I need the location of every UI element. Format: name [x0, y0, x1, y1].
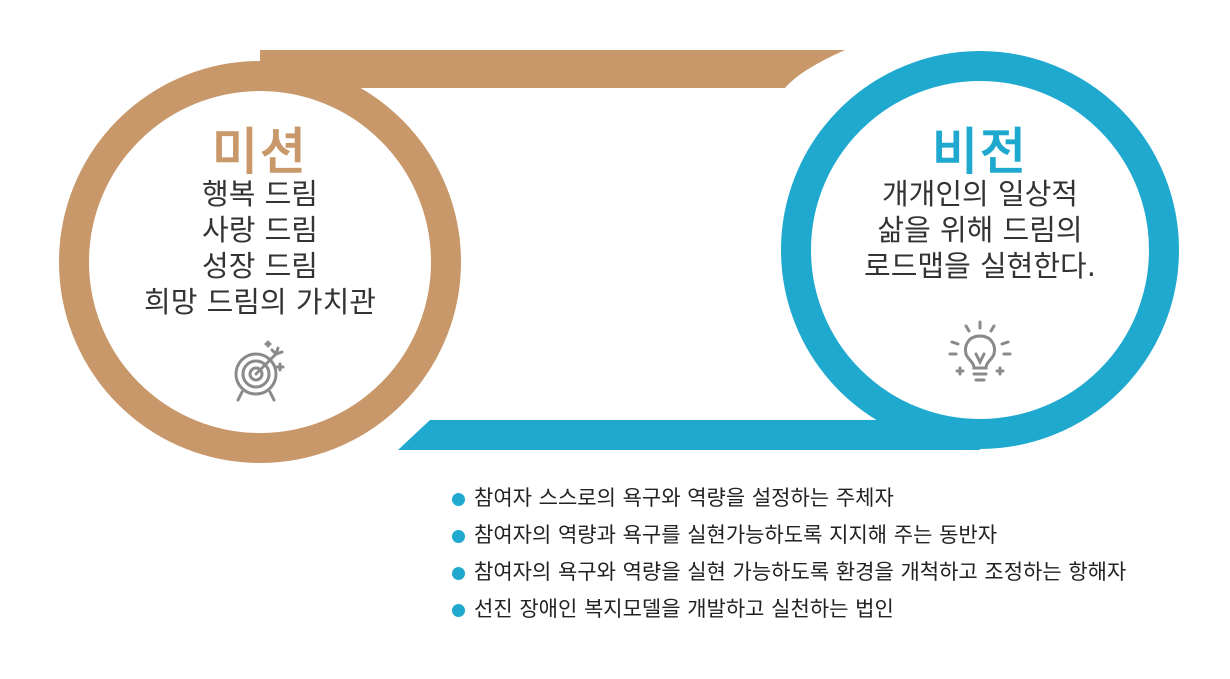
- mission-text: 행복 드림 사랑 드림 성장 드림 희망 드림의 가치관: [110, 176, 410, 320]
- vision-line: 삶을 위해 드림의: [877, 213, 1083, 247]
- list-item-text: 참여자 스스로의 욕구와 역량을 설정하는 주체자: [474, 486, 894, 510]
- bullet-list: 참여자 스스로의 욕구와 역량을 설정하는 주체자 참여자의 역량과 욕구를 실…: [450, 480, 1220, 628]
- mission-line: 행복 드림: [202, 177, 318, 211]
- bullet-dot: [452, 530, 465, 543]
- vision-line: 개개인의 일상적: [882, 177, 1078, 211]
- list-item: 참여자 스스로의 욕구와 역량을 설정하는 주체자: [450, 480, 1220, 517]
- list-item: 참여자의 욕구와 역량을 실현 가능하도록 환경을 개척하고 조정하는 항해자: [450, 554, 1220, 591]
- vision-ring: [781, 51, 1179, 449]
- vision-title: 비전: [932, 123, 1028, 181]
- bullet-dot: [452, 604, 465, 617]
- target-icon: [234, 340, 285, 402]
- mission-ring: [59, 61, 461, 463]
- vision-connector-band: [398, 420, 980, 450]
- mission-title: 미션: [212, 123, 308, 181]
- mission-line: 사랑 드림: [202, 213, 318, 247]
- list-item-text: 선진 장애인 복지모델을 개발하고 실천하는 법인: [474, 597, 894, 621]
- mission-connector-band: [260, 50, 845, 88]
- list-item-text: 참여자의 욕구와 역량을 실현 가능하도록 환경을 개척하고 조정하는 항해자: [474, 560, 1127, 584]
- mission-line: 성장 드림: [202, 249, 318, 283]
- mission-line: 희망 드림의 가치관: [144, 285, 376, 319]
- bullet-dot: [452, 493, 465, 506]
- list-item: 참여자의 역량과 욕구를 실현가능하도록 지지해 주는 동반자: [450, 517, 1220, 554]
- vision-text: 개개인의 일상적 삶을 위해 드림의 로드맵을 실현한다.: [830, 176, 1130, 284]
- list-item-text: 참여자의 역량과 욕구를 실현가능하도록 지지해 주는 동반자: [474, 523, 998, 547]
- list-item: 선진 장애인 복지모델을 개발하고 실천하는 법인: [450, 591, 1220, 628]
- lightbulb-icon: [948, 320, 1012, 382]
- bullet-dot: [452, 567, 465, 580]
- vision-line: 로드맵을 실현한다.: [864, 249, 1096, 283]
